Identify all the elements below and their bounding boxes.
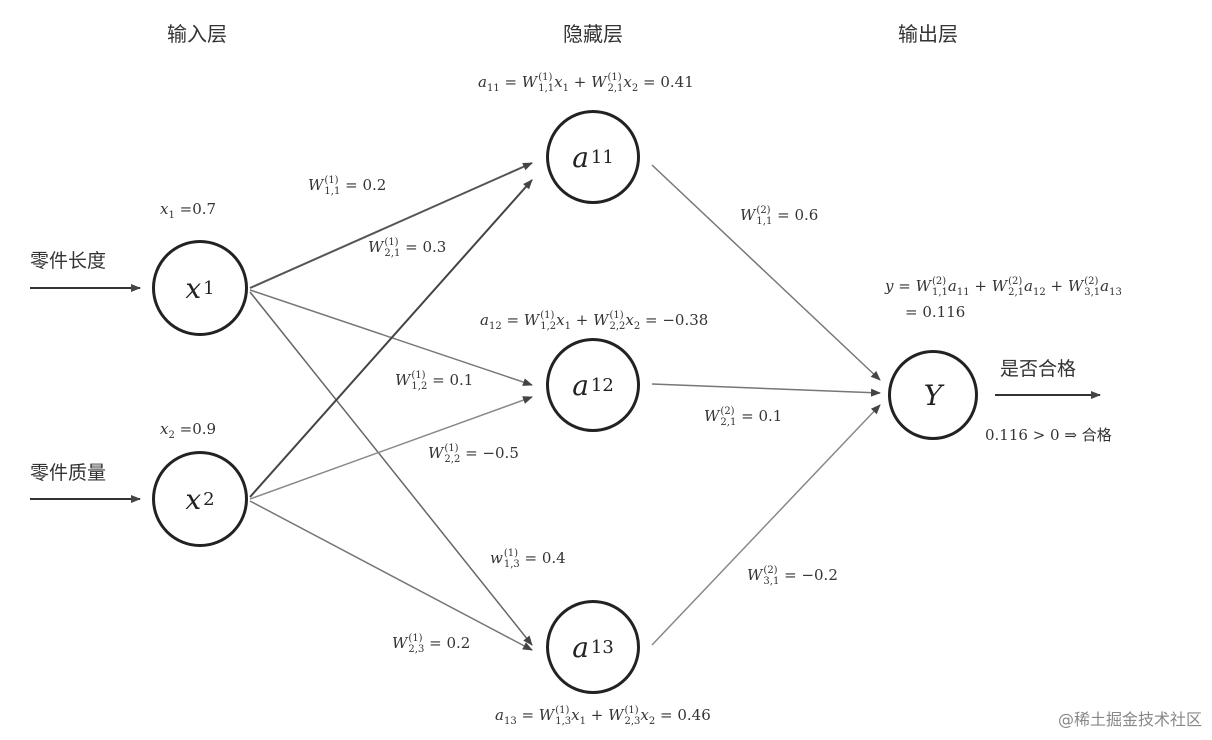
edge-a13-y — [651, 404, 881, 646]
edge-x1-a11 — [249, 162, 533, 289]
weight-w1-22: W(1)2,2 = −0.5 — [428, 443, 519, 465]
input-name-x2: 零件质量 — [30, 462, 107, 484]
output-layer-title: 输出层 — [898, 22, 958, 46]
watermark: @稀土掘金技术社区 — [1057, 710, 1202, 729]
weight-w2-21: W(2)2,1 = 0.1 — [704, 406, 783, 428]
weight-w1-13: w(1)1,3 = 0.4 — [490, 548, 566, 570]
edge-x2-a12 — [249, 396, 533, 500]
output-label: 是否合格 — [1000, 358, 1077, 380]
edge-x2-a13 — [249, 500, 533, 651]
x1-value: x1 =0.7 — [160, 200, 217, 221]
formula-y-result: = 0.116 — [905, 303, 966, 321]
hidden-layer-title: 隐藏层 — [563, 22, 623, 46]
edge-x1-a13 — [249, 291, 533, 646]
weight-w2-11: W(2)1,1 = 0.6 — [740, 205, 819, 227]
x2-value: x2 =0.9 — [160, 420, 217, 441]
weight-w1-21: W(1)2,1 = 0.3 — [368, 237, 447, 259]
output-decision: 0.116 > 0 ⇒ 合格 — [985, 426, 1112, 444]
weight-w1-12: W(1)1,2 = 0.1 — [395, 370, 474, 392]
weight-w1-23: W(1)2,3 = 0.2 — [392, 633, 471, 655]
edge-a12-y — [651, 383, 881, 397]
weight-w2-31: W(2)3,1 = −0.2 — [747, 565, 838, 587]
input-layer-title: 输入层 — [167, 22, 227, 46]
input-name-x1: 零件长度 — [30, 250, 107, 272]
weight-w1-11: W(1)1,1 = 0.2 — [308, 175, 387, 197]
node-y: Y — [888, 350, 978, 440]
edge-x2-a11 — [249, 179, 533, 498]
edge-a11-y — [651, 164, 881, 381]
